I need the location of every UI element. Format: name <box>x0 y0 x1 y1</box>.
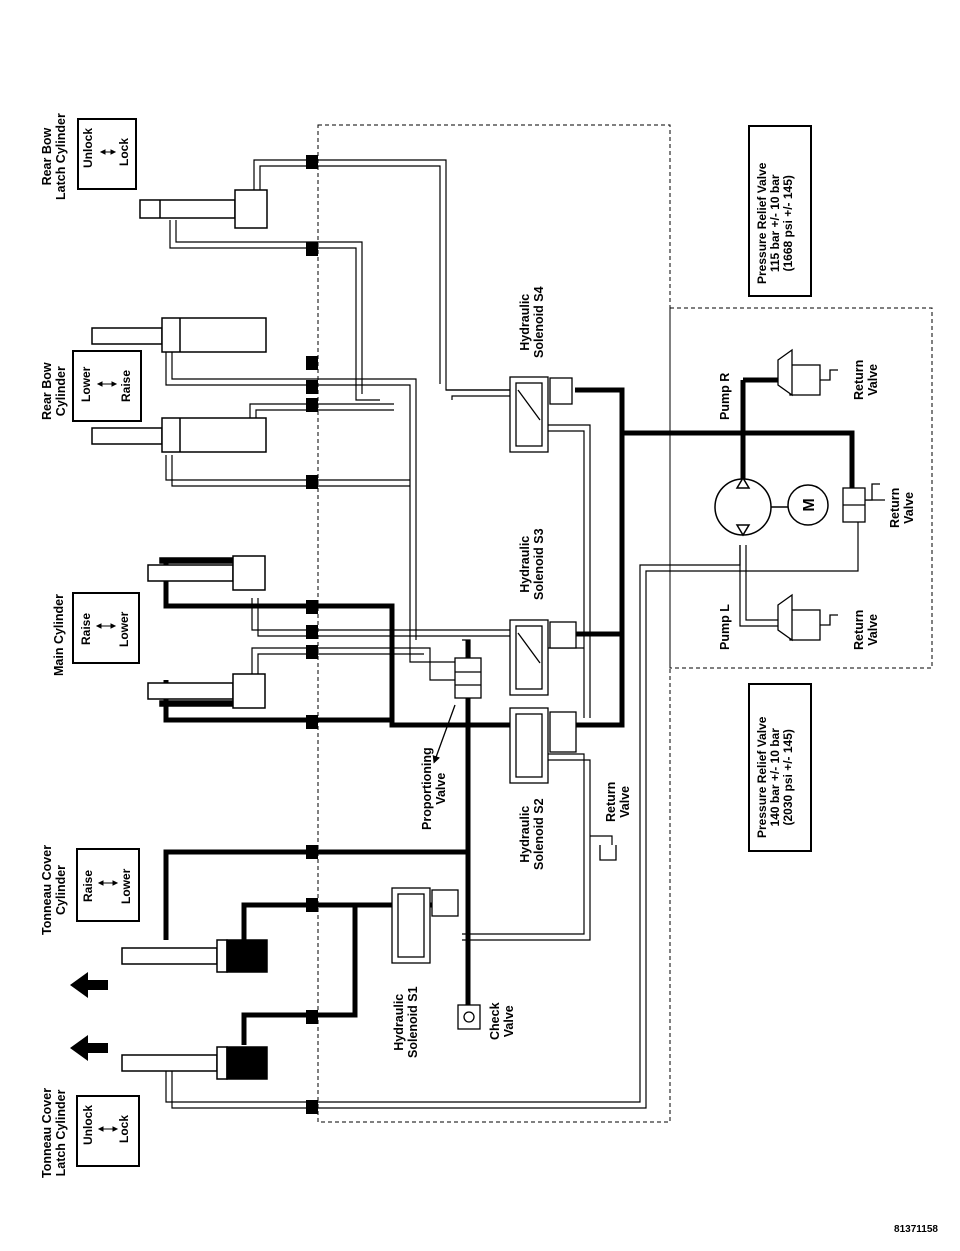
motor-icon <box>787 484 829 526</box>
thin-pipes <box>165 159 885 1109</box>
upper-relief-valve-box <box>748 125 812 297</box>
pump-enclosure <box>669 307 933 669</box>
main-direction-box <box>72 592 140 664</box>
solenoid-s2-valve <box>509 707 577 784</box>
rear-bow-latch-cylinder <box>139 189 268 229</box>
figure-id: 81371158 <box>894 1224 938 1235</box>
rear-bow-lower: Lower <box>79 366 93 402</box>
tonneau-cover-direction-box <box>76 848 140 922</box>
left-arrow-icon <box>70 972 108 1061</box>
rear-bow-latch-lock: Lock <box>117 137 131 166</box>
tonneau-cover-latch-lock: Lock <box>117 1114 131 1143</box>
solenoid-s4-valve <box>509 376 573 453</box>
pump-icon <box>714 476 790 537</box>
motor-label: M <box>801 498 818 511</box>
rear-bow-cylinder-lower <box>91 417 267 453</box>
pump-r-label: Pump R <box>718 372 732 420</box>
valve-body-enclosure <box>317 124 671 1123</box>
tonneau-cover-lower: Lower <box>119 868 133 904</box>
rear-bow-cylinder-upper <box>91 317 267 353</box>
rear-bow-raise: Raise <box>119 369 133 402</box>
solenoid-s1-valve <box>391 887 459 964</box>
main-cylinder-label: Main Cylinder <box>52 594 66 676</box>
proportioning-valve <box>432 657 482 764</box>
tonneau-cover-raise: Raise <box>81 869 95 902</box>
wall-fittings <box>306 155 318 1114</box>
rear-bow-latch-direction-box <box>77 118 137 190</box>
tonneau-cover-latch-cylinder <box>121 1046 268 1080</box>
solenoid-s3-valve <box>509 619 577 696</box>
rear-bow-direction-box <box>72 350 142 422</box>
main-cylinder-lower <box>147 673 266 709</box>
lower-relief-valve-box <box>748 683 812 852</box>
tonneau-cover-latch-direction-box <box>76 1095 140 1167</box>
motor-return-valve <box>842 483 880 523</box>
tonneau-cover-latch-unlock: Unlock <box>81 1104 95 1145</box>
tonneau-cover-cylinder <box>121 939 268 973</box>
check-valve-icon <box>457 1004 481 1030</box>
pump-l-label: Pump L <box>718 604 732 650</box>
main-raise: Raise <box>79 612 93 645</box>
rear-bow-latch-unlock: Unlock <box>81 127 95 168</box>
solenoid-return-valve <box>599 845 617 861</box>
pump-l-relief-valve <box>777 593 838 642</box>
pump-r-relief-valve <box>777 348 838 397</box>
main-cylinder-upper <box>147 555 266 591</box>
main-lower: Lower <box>117 611 131 647</box>
